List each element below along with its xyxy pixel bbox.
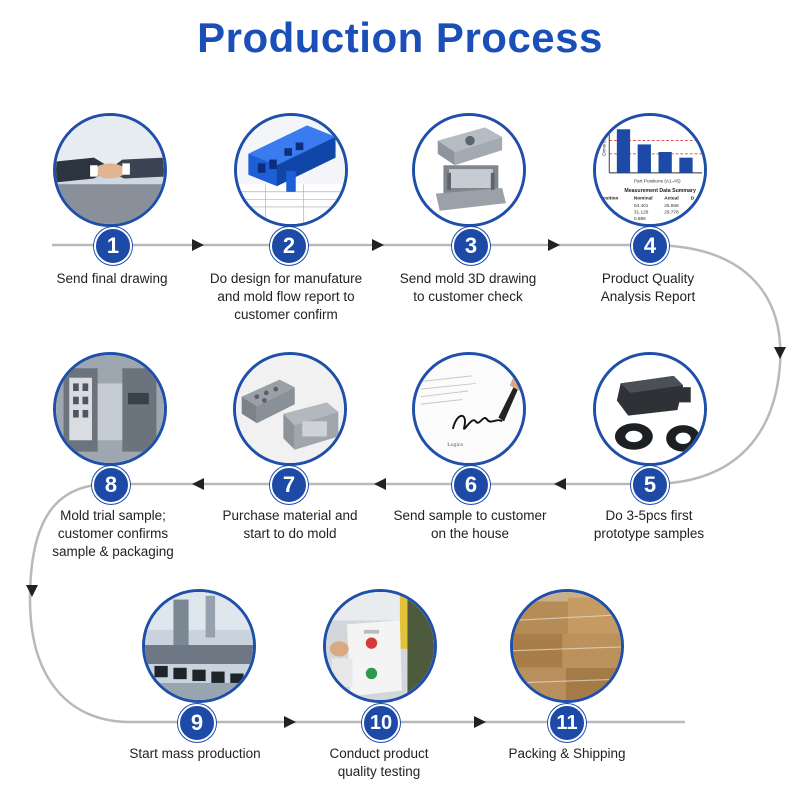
step-5-label: Do 3-5pcs first prototype samples [593, 508, 705, 541]
step-4-label: Product Quality Analysis Report [600, 271, 696, 304]
svg-text:31.126: 31.126 [634, 210, 649, 216]
svg-text:0.886: 0.886 [634, 216, 646, 222]
arrow-right-icon [192, 239, 204, 251]
arrow-left-icon [192, 478, 204, 490]
step-9-number: 9 [178, 704, 216, 742]
step-6-photo: Logico Chlin [412, 352, 526, 466]
step-8-label: Mold trial sample; customer confirms sam… [52, 508, 174, 559]
arrow-right-icon [548, 239, 560, 251]
svg-text:D: D [691, 195, 695, 201]
step-2-number: 2 [270, 227, 308, 265]
step-2-label: Do design for manufature and mold flow r… [209, 271, 363, 322]
step-8-photo [53, 352, 167, 466]
svg-text:Dimension: Dimension [601, 133, 607, 156]
mold-design-icon [237, 116, 345, 224]
svg-text:Measurement Data Summary: Measurement Data Summary [624, 188, 696, 194]
prototype-samples-icon [596, 355, 704, 463]
page-title: Production Process [197, 14, 603, 61]
step-11-label: Packing & Shipping [508, 746, 626, 761]
svg-text:Nominal: Nominal [634, 195, 653, 201]
step-7-label: Purchase material and start to do mold [222, 508, 358, 541]
step-1-label: Send final drawing [56, 271, 168, 286]
step-10-label: Conduct product quality testing [329, 746, 429, 779]
right-curve [649, 243, 782, 486]
step-9-photo [142, 589, 256, 703]
step-4-photo: Dimension Part Positions (A1-A5) Measure… [593, 113, 707, 227]
mold-machine-icon [56, 355, 164, 463]
left-curve [28, 482, 131, 724]
step-3-number: 3 [452, 227, 490, 265]
step-10-photo [323, 589, 437, 703]
arrow-right-icon [474, 716, 486, 728]
step-9-label: Start mass production [129, 746, 261, 761]
svg-text:Actual: Actual [664, 195, 678, 201]
step-4-number: 4 [631, 227, 669, 265]
arrow-down-icon [26, 585, 38, 597]
testing-machine-icon [326, 592, 434, 700]
svg-text:Position: Position [600, 195, 619, 201]
step-11-number: 11 [548, 704, 586, 742]
step-3-photo [412, 113, 526, 227]
step-3-label: Send mold 3D drawing to customer check [399, 271, 537, 304]
step-1-photo [53, 113, 167, 227]
steel-mold-icon [236, 355, 344, 463]
arrow-left-icon [374, 478, 386, 490]
arrow-right-icon [372, 239, 384, 251]
svg-text:Part Positions (A1-A5): Part Positions (A1-A5) [634, 178, 681, 184]
handshake-icon [56, 116, 164, 224]
svg-text:04.401: 04.401 [634, 203, 649, 209]
svg-text:29.778: 29.778 [664, 210, 679, 216]
step-5-photo [593, 352, 707, 466]
step-1-number: 1 [94, 227, 132, 265]
step-2-photo [234, 113, 348, 227]
analysis-report-icon: Dimension Part Positions (A1-A5) Measure… [596, 116, 704, 224]
step-5-number: 5 [631, 466, 669, 504]
boxes-icon [513, 592, 621, 700]
step-7-photo [233, 352, 347, 466]
step-6-label: Send sample to customer on the house [393, 508, 547, 541]
arrow-left-icon [554, 478, 566, 490]
step-7-number: 7 [270, 466, 308, 504]
arrow-right-icon [284, 716, 296, 728]
step-8-number: 8 [92, 466, 130, 504]
svg-text:25.558: 25.558 [664, 203, 679, 209]
production-line-icon [145, 592, 253, 700]
step-11-photo [510, 589, 624, 703]
svg-text:Logico: Logico [447, 442, 463, 448]
mold-render-icon [415, 116, 523, 224]
step-10-number: 10 [362, 704, 400, 742]
signature-icon: Logico Chlin [415, 355, 523, 463]
step-6-number: 6 [452, 466, 490, 504]
arrow-down-icon [774, 347, 786, 359]
